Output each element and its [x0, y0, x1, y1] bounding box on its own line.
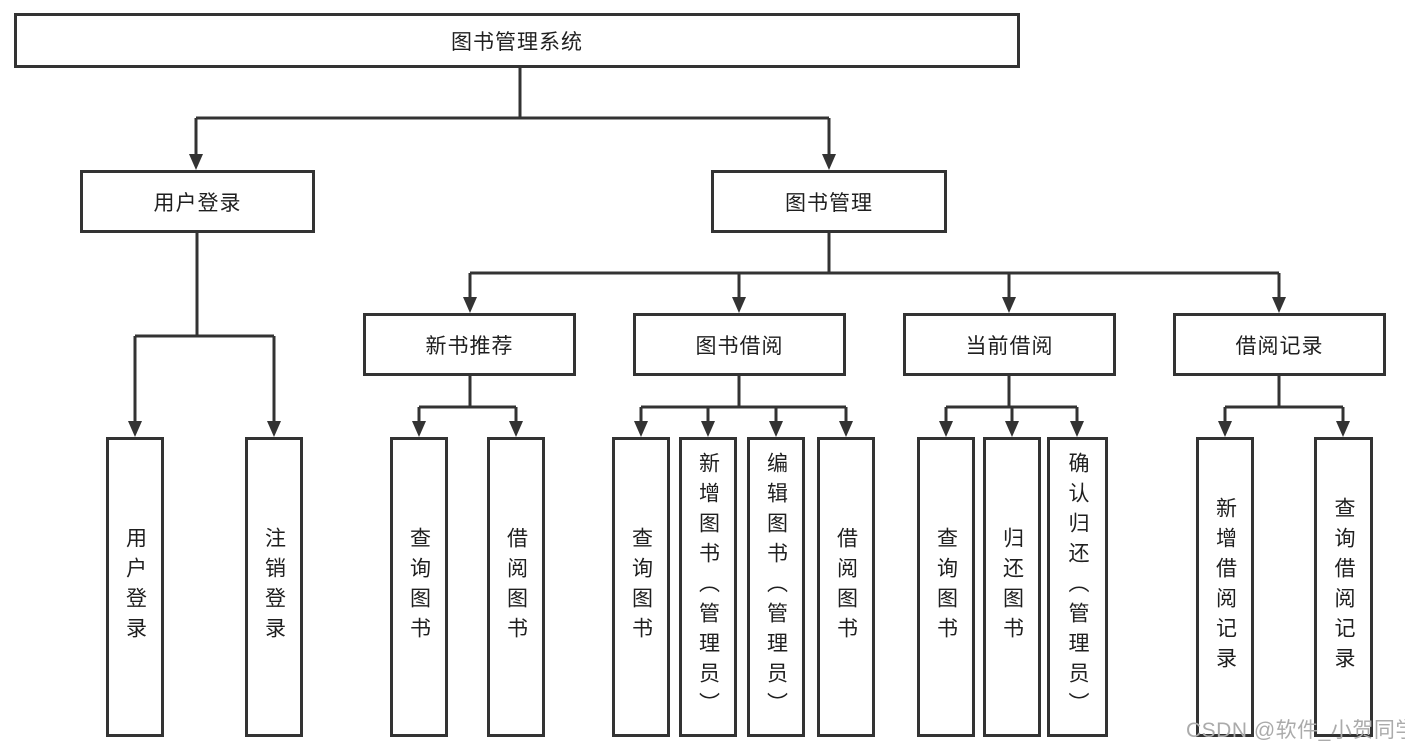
- node-label: 确认归还（管理员）: [1066, 452, 1089, 722]
- node-label: 新书推荐: [425, 334, 514, 358]
- leaf-add-book-admin: 新增图书（管理员）: [679, 437, 737, 737]
- node-book-management: 图书管理: [711, 170, 947, 233]
- leaf-confirm-return-admin: 确认归还（管理员）: [1047, 437, 1108, 737]
- node-label: 用户登录: [153, 191, 242, 215]
- leaf-query-books-1: 查询图书: [390, 437, 448, 737]
- leaf-edit-book-admin: 编辑图书（管理员）: [747, 437, 805, 737]
- node-label: 注销登录: [262, 527, 286, 647]
- csdn-watermark: CSDN @软件_小贺同学: [1186, 719, 1405, 742]
- node-label: 查询图书: [407, 527, 431, 647]
- node-label: 当前借阅: [965, 334, 1054, 358]
- node-current-borrowing: 当前借阅: [903, 313, 1116, 376]
- node-label: 查询图书: [934, 527, 958, 647]
- node-root-library-management-system: 图书管理系统: [14, 13, 1020, 68]
- leaf-query-books-2: 查询图书: [612, 437, 670, 737]
- node-borrowing-records: 借阅记录: [1173, 313, 1386, 376]
- node-label: 图书管理系统: [451, 30, 583, 54]
- node-label: 借阅记录: [1235, 334, 1324, 358]
- node-label: 归还图书: [1000, 527, 1024, 647]
- leaf-borrow-books-2: 借阅图书: [817, 437, 875, 737]
- leaf-user-login: 用户登录: [106, 437, 164, 737]
- node-label: 查询图书: [629, 527, 653, 647]
- leaf-logout: 注销登录: [245, 437, 303, 737]
- leaf-add-borrow-record: 新增借阅记录: [1196, 437, 1254, 737]
- node-label: 图书借阅: [695, 334, 784, 358]
- node-label: 新增借阅记录: [1213, 497, 1237, 677]
- node-label: 新增图书（管理员）: [696, 452, 720, 722]
- leaf-borrow-books-1: 借阅图书: [487, 437, 545, 737]
- leaf-return-book: 归还图书: [983, 437, 1041, 737]
- node-label: 借阅图书: [834, 527, 858, 647]
- node-label: 查询借阅记录: [1332, 497, 1355, 677]
- leaf-query-books-3: 查询图书: [917, 437, 975, 737]
- leaf-query-borrow-record: 查询借阅记录: [1314, 437, 1373, 737]
- node-user-login: 用户登录: [80, 170, 315, 233]
- node-label: 用户登录: [123, 527, 147, 647]
- arrowheads: [128, 154, 1350, 437]
- node-label: 借阅图书: [504, 527, 528, 647]
- node-label: 编辑图书（管理员）: [764, 452, 788, 722]
- node-label: 图书管理: [785, 191, 873, 215]
- node-book-borrowing: 图书借阅: [633, 313, 846, 376]
- node-new-book-recommend: 新书推荐: [363, 313, 576, 376]
